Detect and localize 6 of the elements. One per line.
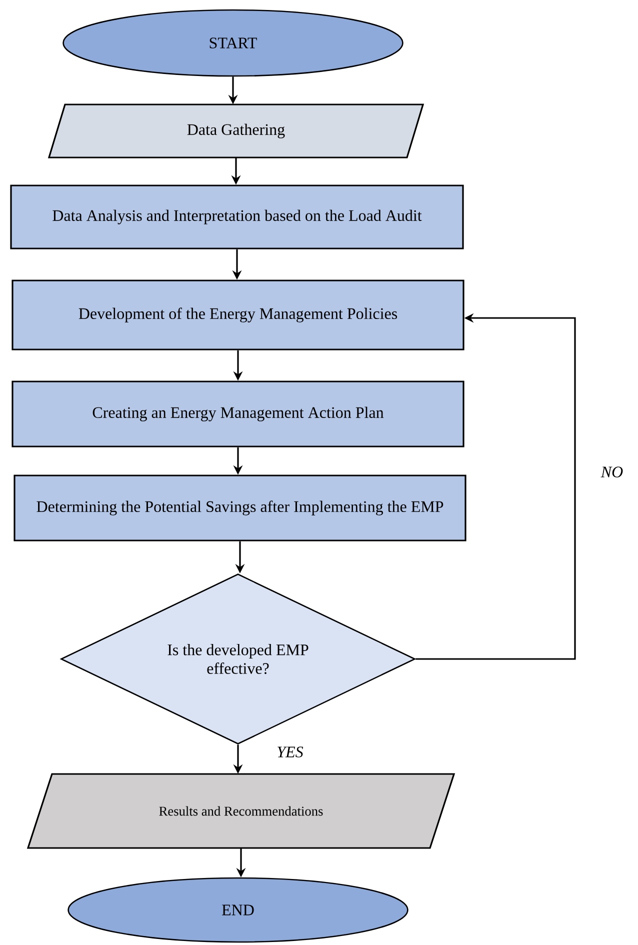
edge-label: YES <box>275 745 305 759</box>
process-box: Creating an Energy Management Action Plan <box>12 380 464 448</box>
process-box: Data Analysis and Interpretation based on the Load Audit <box>10 184 464 250</box>
edge-label: NO <box>600 465 624 479</box>
process-box: Determining the Potential Savings after Implementing the EMP <box>14 474 466 542</box>
process-box: Development of the Energy Management Policies <box>12 280 464 350</box>
